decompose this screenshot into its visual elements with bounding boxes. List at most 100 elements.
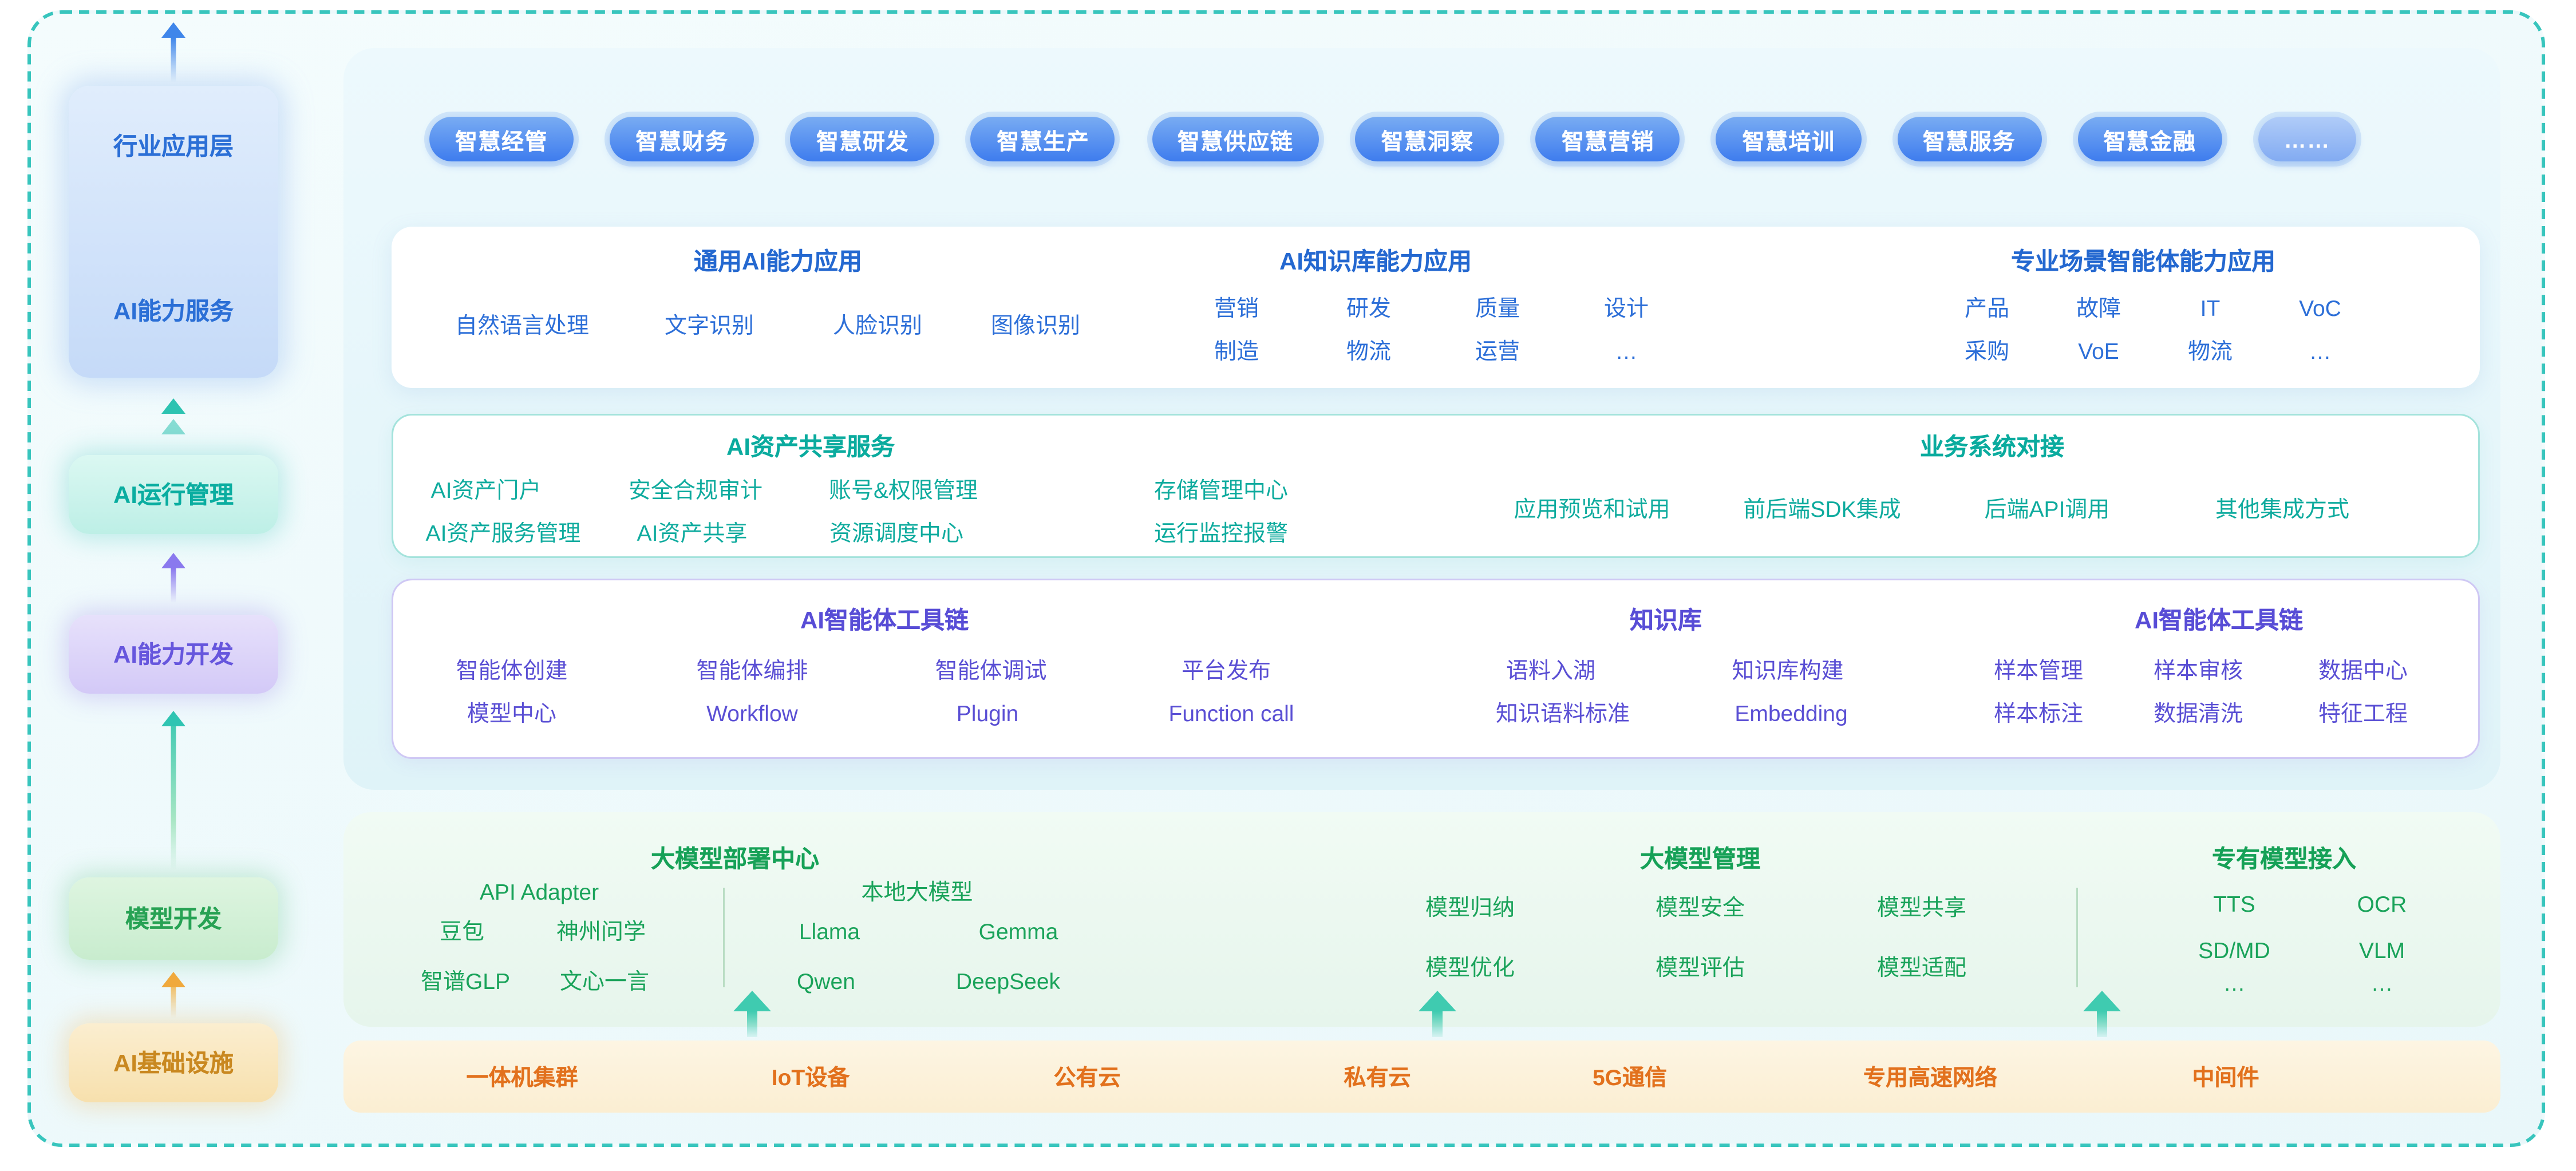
- private-model-item: OCR: [2357, 891, 2407, 917]
- infrastructure-item: 私有云: [1344, 1065, 1411, 1090]
- model-mgmt-item: 模型评估: [1655, 955, 1745, 980]
- scenario-ai-item: 故障: [2076, 295, 2121, 321]
- biz-connect-item: 应用预览和试用: [1514, 496, 1670, 522]
- kb-ai-item: 运营: [1475, 338, 1520, 364]
- data-chain-item: 数据清洗: [2153, 701, 2243, 726]
- smart-app-pill-row: 智慧经管 智慧财务 智慧研发 智慧生产 智慧供应链 智慧洞察 智慧营销 智慧培训…: [429, 117, 2356, 161]
- toolchain-panel: AI智能体工具链 智能体创建 智能体编排 智能体调试 平台发布 模型中心 Wor…: [392, 579, 2480, 759]
- asset-share-title: AI资产共享服务: [726, 433, 895, 460]
- infrastructure-item: 5G通信: [1592, 1065, 1668, 1090]
- local-model-item: Llama: [799, 919, 860, 944]
- api-model-item: 豆包: [439, 919, 485, 944]
- local-model-label: 本地大模型: [861, 879, 973, 905]
- model-mgmt-item: 模型优化: [1425, 955, 1515, 980]
- divider: [723, 888, 725, 987]
- private-model-item: …: [2223, 970, 2246, 996]
- local-model-item: Qwen: [797, 968, 855, 994]
- infrastructure-item: 专用高速网络: [1863, 1065, 1998, 1090]
- kb-ai-item: 质量: [1475, 295, 1520, 321]
- private-model-item: TTS: [2213, 891, 2255, 917]
- model-mgmt-item: 模型适配: [1876, 955, 1967, 980]
- app-pill: 智慧洞察: [1355, 117, 1500, 161]
- private-model-item: …: [2370, 970, 2393, 996]
- layer-label: 行业应用层: [113, 132, 234, 160]
- general-ai-item: 自然语言处理: [455, 312, 590, 338]
- data-chain-item: 样本管理: [1993, 658, 2084, 683]
- app-pill: 智慧经管: [429, 117, 574, 161]
- model-mgmt-item: 模型安全: [1655, 895, 1745, 920]
- local-model-item: Gemma: [978, 919, 1058, 944]
- private-model-item: SD/MD: [2198, 937, 2270, 963]
- agent-chain-item: 智能体调试: [935, 658, 1047, 683]
- layer-model-development: 模型开发: [69, 877, 278, 960]
- asset-share-item: 运行监控报警: [1153, 520, 1289, 546]
- scenario-ai-item: 物流: [2187, 338, 2233, 364]
- layer-label: AI运行管理: [113, 481, 234, 508]
- kb-ai-item: 物流: [1346, 338, 1392, 364]
- asset-share-item: 安全合规审计: [628, 477, 763, 503]
- biz-connect-title: 业务系统对接: [1920, 433, 2064, 460]
- agent-chain-title: AI智能体工具链: [800, 606, 969, 634]
- data-chain-item: 样本审核: [2153, 658, 2243, 683]
- layer-label: AI能力开发: [113, 640, 234, 668]
- data-chain-item: 数据中心: [2318, 658, 2408, 683]
- api-model-item: 神州问学: [556, 919, 646, 944]
- app-pill: 智慧服务: [1897, 117, 2041, 161]
- biz-connect-item: 其他集成方式: [2215, 496, 2350, 522]
- layer-ai-infrastructure: AI基础设施: [69, 1023, 278, 1102]
- scenario-ai-item: 采购: [1964, 338, 2010, 364]
- agent-chain-item: 模型中心: [467, 701, 557, 726]
- kb-ai-item: 制造: [1214, 338, 1259, 364]
- application-capability-section: 智慧经管 智慧财务 智慧研发 智慧生产 智慧供应链 智慧洞察 智慧营销 智慧培训…: [343, 48, 2500, 790]
- asset-share-item: AI资产门户: [430, 477, 542, 503]
- asset-share-item: 账号&权限管理: [828, 477, 978, 503]
- biz-connect-item: 后端API调用: [1984, 496, 2110, 522]
- infrastructure-item: IoT设备: [771, 1065, 850, 1090]
- scenario-ai-item: VoC: [2299, 295, 2341, 321]
- model-deploy-title: 大模型部署中心: [651, 845, 819, 872]
- general-ai-item: 图像识别: [990, 312, 1081, 338]
- layer-label: AI基础设施: [113, 1049, 234, 1077]
- layer-label: AI能力服务: [113, 297, 234, 325]
- agent-chain-item: 智能体编排: [696, 658, 808, 683]
- general-ai-item: 文字识别: [664, 312, 754, 338]
- asset-share-item: AI资产共享: [637, 520, 748, 546]
- agent-chain-item: 智能体创建: [456, 658, 568, 683]
- kb-ai-item: …: [1615, 338, 1638, 364]
- scenario-ai-item: VoE: [2078, 338, 2119, 364]
- scenario-ai-item: 产品: [1964, 295, 2010, 321]
- knowledge-item: 知识语料标准: [1495, 701, 1630, 726]
- general-ai-title: 通用AI能力应用: [694, 247, 862, 275]
- asset-share-panel: AI资产共享服务 AI资产门户 安全合规审计 账号&权限管理 存储管理中心 AI…: [392, 414, 2480, 558]
- layer-label: 模型开发: [125, 905, 222, 932]
- agent-chain-item: 平台发布: [1181, 658, 1271, 683]
- private-model-title: 专有模型接入: [2212, 845, 2356, 872]
- local-model-item: DeepSeek: [955, 968, 1061, 994]
- infrastructure-item: 公有云: [1053, 1065, 1121, 1090]
- knowledge-item: Embedding: [1735, 701, 1848, 726]
- divider: [2076, 888, 2078, 987]
- kb-ai-item: 营销: [1214, 295, 1259, 321]
- layer-ai-runtime-management: AI运行管理: [69, 455, 278, 534]
- app-pill: 智慧生产: [971, 117, 1116, 161]
- layer-ai-capability-development: AI能力开发: [69, 615, 278, 694]
- knowledge-item: 语料入湖: [1506, 658, 1596, 683]
- asset-share-item: 资源调度中心: [829, 520, 964, 546]
- model-mgmt-title: 大模型管理: [1640, 845, 1760, 872]
- asset-share-item: 存储管理中心: [1153, 477, 1289, 503]
- infrastructure-item: 一体机集群: [466, 1065, 578, 1090]
- app-pill-more: ……: [2258, 117, 2356, 161]
- model-mgmt-item: 模型共享: [1876, 895, 1967, 920]
- app-pill: 智慧营销: [1536, 117, 1681, 161]
- scenario-ai-title: 专业场景智能体能力应用: [2011, 247, 2275, 275]
- agent-chain-item: Function call: [1168, 701, 1294, 726]
- knowledge-title: 知识库: [1630, 606, 1702, 634]
- infrastructure-bar: 一体机集群 IoT设备 公有云 私有云 5G通信 专用高速网络 中间件: [343, 1041, 2500, 1113]
- app-pill: 智慧供应链: [1151, 117, 1319, 161]
- biz-connect-item: 前后端SDK集成: [1743, 496, 1901, 522]
- agent-chain-item: Workflow: [706, 701, 798, 726]
- layer-industry-application: 行业应用层 AI能力服务: [69, 86, 278, 378]
- api-adapter-label: API Adapter: [479, 879, 599, 905]
- infrastructure-item: 中间件: [2192, 1065, 2259, 1090]
